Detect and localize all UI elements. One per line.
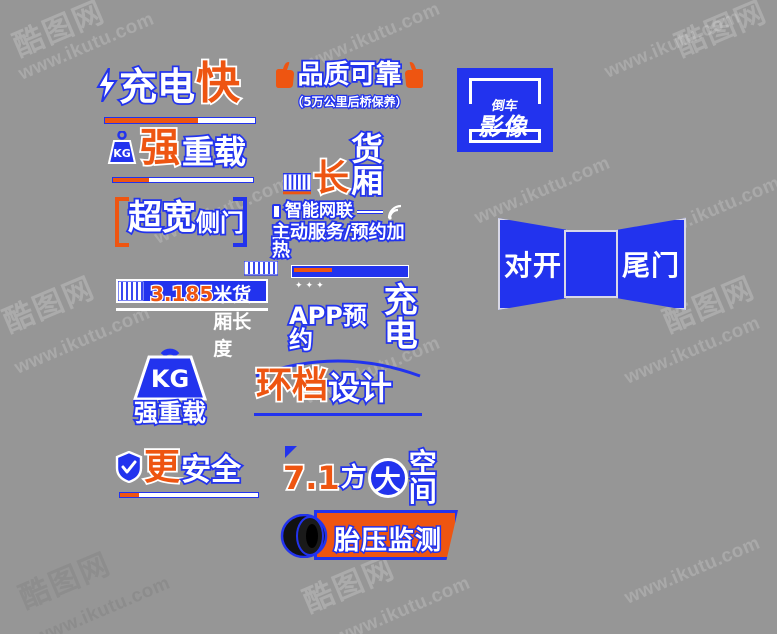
badge-smart-connect[interactable]: 智能网联 主动服务/预约加热 [270, 201, 422, 262]
watermark-url: www.ikutu.com [601, 6, 744, 83]
badge-heavy-load-small[interactable]: KG 强 重载 [106, 125, 258, 183]
spark-icon: ✦✦✦ [295, 280, 327, 290]
badge-rear-camera[interactable]: 倒车 影像 [457, 68, 553, 152]
tailgate-middle-panel [564, 230, 622, 298]
badge-long-cargo-box[interactable]: 长 货厢 [283, 131, 411, 199]
tpms-banner [314, 510, 458, 560]
charge-fast-text-2: 快 [194, 58, 242, 109]
ruler-tick-icon [118, 281, 144, 301]
watermark-url: www.ikutu.com [621, 312, 764, 389]
kg-weight-icon: KG [132, 348, 208, 401]
quality-title: 品质可靠 [296, 60, 404, 90]
cargo-length-text: 米货厢长度 [213, 284, 252, 360]
watermark-url: www.ikutu.com [331, 572, 474, 634]
app-charge-text-1: APP预约 [287, 302, 368, 354]
camera-frame-icon [469, 78, 541, 104]
charge-progress-bar [104, 117, 256, 124]
watermark-url: www.ikutu.com [621, 532, 764, 609]
watermark-url: www.ikutu.com [31, 572, 174, 634]
watermark-logo: 酷图网 [670, 0, 772, 64]
bracket-left-icon [115, 197, 129, 247]
phone-icon [272, 204, 281, 219]
svg-text:KG: KG [113, 147, 131, 160]
space-number: 7.1 [281, 459, 341, 497]
thumbs-up-icon [404, 62, 423, 88]
svg-text:KG: KG [151, 365, 189, 393]
thumbs-up-icon [276, 62, 295, 88]
smart-connect-line-2: 主动服务/预约加热 [270, 222, 406, 262]
badge-safer[interactable]: 更 安全 [115, 447, 263, 498]
badge-split-tailgate[interactable]: 对开 尾门 [498, 218, 686, 310]
arc-icon [255, 359, 421, 378]
shield-check-icon [115, 451, 143, 483]
watermark-logo: 酷图网 [14, 547, 116, 616]
cargo-length-number: 3.185 [149, 281, 215, 308]
lightning-bolt-icon [96, 68, 118, 102]
badge-app-reserve-charge[interactable]: ✦✦✦ APP预约 充电 [287, 265, 447, 354]
length-underline [116, 308, 268, 311]
safer-text-1: 更 [142, 447, 182, 488]
app-charge-text-2: 充电 [382, 281, 420, 355]
badge-heavy-load-big[interactable]: KG 强重载 [127, 345, 213, 427]
space-circle-badge: 大 [367, 458, 408, 498]
tpms-label: 胎压监测 [332, 525, 443, 558]
ring-design-baseline [254, 413, 422, 416]
connection-line-icon [357, 209, 383, 214]
smart-connect-line-1: 智能网联 [283, 201, 355, 222]
tire-icon [280, 514, 328, 558]
badge-cargo-length[interactable]: 3.185 米货厢长度 [110, 261, 278, 360]
safer-progress-bar [119, 492, 259, 498]
badge-ring-design[interactable]: 环档 设计 [254, 352, 422, 416]
ruler-stripes-icon [283, 173, 312, 195]
heavy-load-text-2: 重载 [180, 133, 248, 171]
heavy-load-progress-bar [112, 177, 254, 183]
badge-charge-fast[interactable]: 充电 快 [96, 58, 261, 124]
heavy-load-text-1: 强 [138, 125, 182, 171]
tailgate-right-panel: 尾门 [616, 218, 686, 310]
battery-charging-icon [291, 265, 409, 278]
wifi-signal-icon [387, 204, 402, 220]
ring-design-text-2: 设计 [326, 369, 394, 407]
charge-fast-text-1: 充电 [117, 65, 197, 109]
quality-subtitle: （5万公里后桥保养） [290, 94, 409, 111]
long-box-text-1: 长 [311, 158, 351, 199]
badge-cargo-space[interactable]: 7.1 方 大 空间 [281, 446, 451, 507]
wide-door-text-2: 侧门 [194, 209, 246, 237]
heavy-load-big-label: 强重载 [132, 399, 208, 427]
watermark-logo: 酷图网 [8, 0, 110, 64]
safer-text-2: 安全 [179, 453, 243, 488]
tailgate-left-text: 对开 [503, 249, 562, 282]
space-text-2: 空间 [407, 447, 439, 508]
rear-camera-big-text: 影像 [477, 113, 533, 141]
kg-weight-icon: KG [107, 131, 137, 164]
space-text-1: 方 [339, 463, 369, 493]
tailgate-right-text: 尾门 [621, 249, 680, 282]
badge-tire-pressure-monitor[interactable]: 胎压监测 [280, 508, 458, 564]
wide-door-text-1: 超宽 [126, 198, 198, 238]
camera-sill-icon [469, 129, 541, 143]
tailgate-left-panel: 对开 [498, 218, 568, 310]
long-box-text-2: 货厢 [349, 130, 385, 200]
bracket-right-icon [233, 197, 247, 247]
ruler-tick-icon [244, 261, 278, 276]
badge-quality-reliable[interactable]: 品质可靠 （5万公里后桥保养） [272, 60, 427, 120]
watermark-logo: 酷图网 [0, 271, 100, 340]
badge-wide-side-door[interactable]: 超宽 侧门 [115, 197, 247, 247]
ring-design-text-1: 环档 [254, 365, 330, 406]
